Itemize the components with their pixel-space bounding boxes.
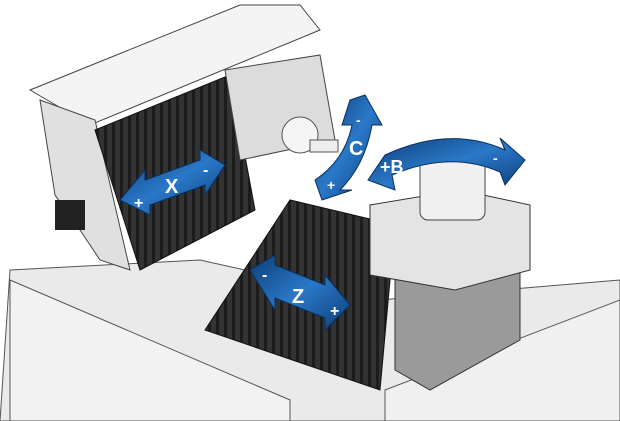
c-axis-label: C bbox=[349, 138, 363, 160]
c-minus-label: - bbox=[356, 112, 361, 128]
z-axis-label: Z bbox=[292, 286, 304, 308]
x-plus-label: + bbox=[134, 195, 143, 212]
c-axis-arrow bbox=[314, 94, 383, 201]
x-minus-label: - bbox=[203, 162, 208, 179]
x-axis-label: X bbox=[165, 176, 179, 198]
b-axis-arrow bbox=[367, 137, 526, 191]
b-minus-label: - bbox=[493, 150, 498, 166]
z-minus-label: - bbox=[262, 267, 267, 284]
x-motor bbox=[55, 200, 85, 230]
base-front bbox=[9, 279, 291, 421]
c-plus-label: + bbox=[327, 177, 335, 193]
tool-holder bbox=[309, 139, 339, 153]
b-axis-label: +B bbox=[380, 157, 404, 177]
z-axis-arrow bbox=[249, 254, 351, 332]
spindle bbox=[281, 116, 319, 154]
x-axis-arrow bbox=[119, 149, 226, 216]
z-plus-label: + bbox=[330, 303, 339, 320]
base-right-wall bbox=[384, 299, 620, 421]
x-carriage-frame bbox=[39, 99, 131, 271]
